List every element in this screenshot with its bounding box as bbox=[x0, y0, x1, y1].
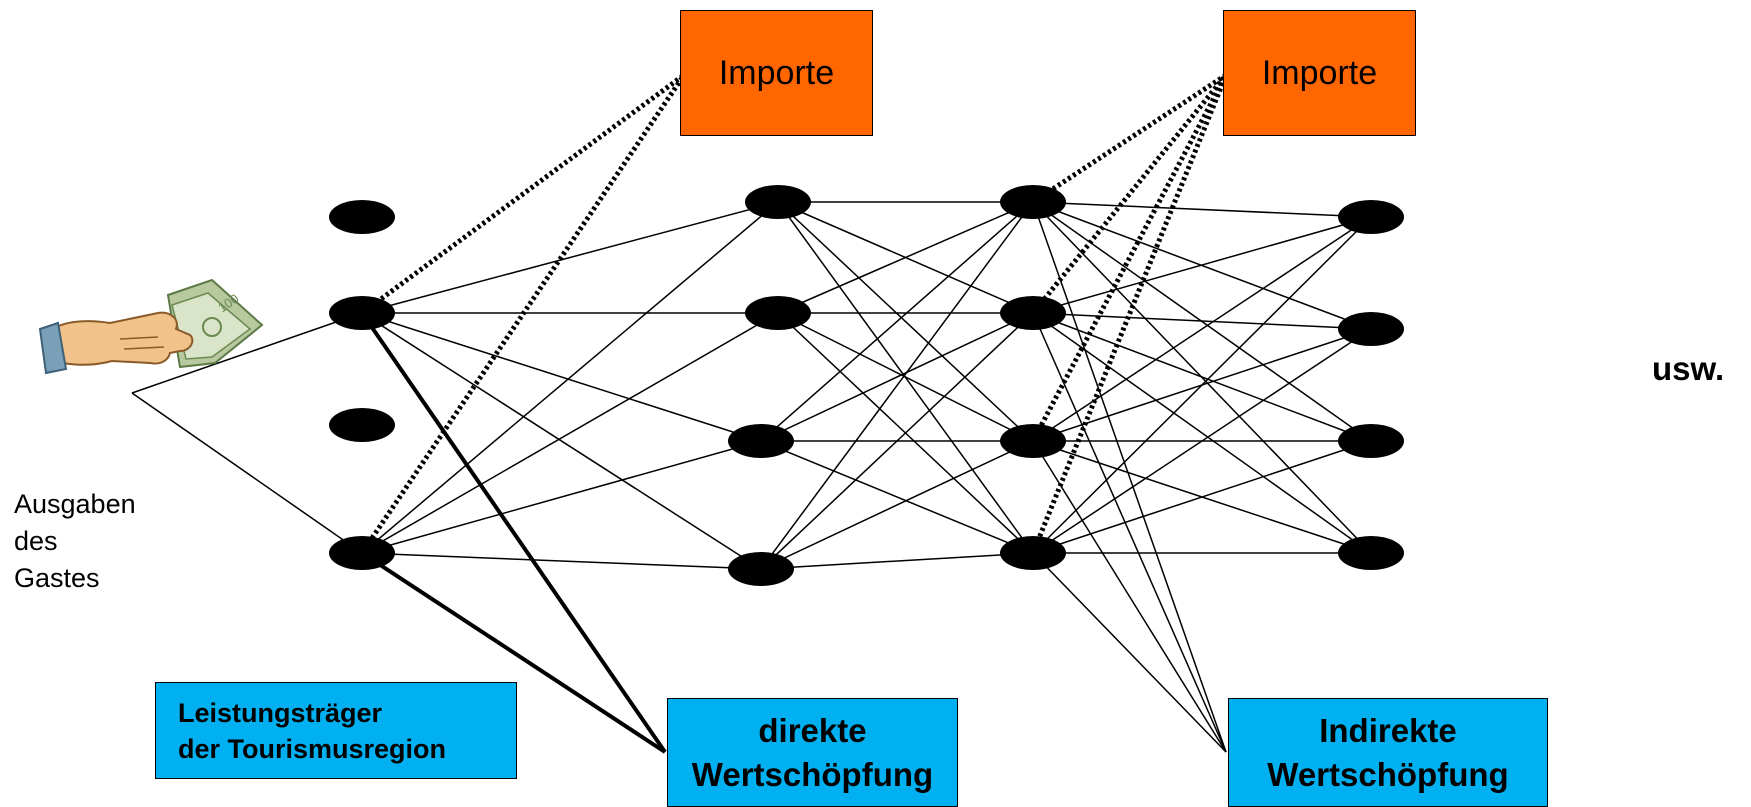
value-added-line bbox=[360, 311, 667, 754]
connection-line bbox=[1032, 216, 1372, 314]
network-node bbox=[329, 200, 395, 234]
network-node bbox=[1338, 536, 1404, 570]
network-node bbox=[1338, 200, 1404, 234]
connection-line bbox=[131, 392, 363, 554]
providers-box: Leistungsträger der Tourismusregion bbox=[155, 682, 517, 779]
network-node bbox=[329, 296, 395, 330]
connection-line bbox=[1032, 312, 1372, 554]
network-node bbox=[329, 408, 395, 442]
import-line bbox=[359, 73, 687, 555]
value-added-lines bbox=[360, 311, 667, 754]
guest-spending-label: Ausgaben des Gastes bbox=[14, 489, 136, 593]
connection-line bbox=[1032, 312, 1372, 330]
connection-line bbox=[1032, 552, 1227, 753]
connection-line bbox=[361, 312, 779, 554]
imports-box-1: Importe bbox=[680, 10, 873, 136]
network-node bbox=[1000, 536, 1066, 570]
imports-box-2: Importe bbox=[1223, 10, 1416, 136]
indirect-value-added-box: Indirekte Wertschöpfung bbox=[1228, 698, 1548, 807]
connection-line bbox=[760, 201, 1034, 570]
direct-value-added-box: direkte Wertschöpfung bbox=[667, 698, 958, 807]
connection-line bbox=[760, 312, 1034, 442]
connection-line bbox=[1032, 328, 1372, 554]
etc-label: usw. bbox=[1652, 350, 1725, 387]
network-node bbox=[1000, 296, 1066, 330]
connection-line bbox=[777, 312, 1034, 442]
import-line bbox=[1030, 73, 1229, 443]
connection-line bbox=[131, 312, 363, 394]
import-line bbox=[360, 72, 686, 316]
connection-line bbox=[760, 552, 1034, 570]
network-node bbox=[728, 552, 794, 586]
import-line bbox=[1031, 72, 1228, 205]
network-node bbox=[1000, 424, 1066, 458]
connection-lines bbox=[131, 201, 1372, 753]
connection-line bbox=[760, 440, 1034, 570]
network-node bbox=[745, 185, 811, 219]
network-node bbox=[745, 296, 811, 330]
connection-line bbox=[777, 201, 1034, 442]
network-node bbox=[1000, 185, 1066, 219]
connection-line bbox=[361, 201, 779, 554]
hand-with-money-icon: 100 bbox=[38, 278, 264, 375]
connection-line bbox=[1032, 440, 1227, 753]
connection-line bbox=[361, 312, 762, 570]
import-line bbox=[1030, 74, 1229, 554]
value-added-line bbox=[360, 551, 667, 754]
connection-line bbox=[361, 440, 762, 554]
connection-line bbox=[760, 312, 1034, 570]
connection-line bbox=[777, 201, 1034, 314]
connection-line bbox=[361, 312, 762, 442]
connection-line bbox=[760, 440, 1034, 554]
network-node bbox=[329, 536, 395, 570]
connection-line bbox=[361, 552, 762, 570]
connection-line bbox=[1032, 440, 1372, 554]
nodes bbox=[329, 185, 1404, 586]
connection-line bbox=[361, 201, 779, 314]
imports-label: Importe bbox=[718, 53, 835, 92]
imports-label: Importe bbox=[1261, 53, 1378, 92]
connection-line bbox=[1032, 312, 1227, 753]
connection-line bbox=[1032, 201, 1227, 753]
import-lines bbox=[359, 72, 1229, 555]
connection-line bbox=[760, 201, 1034, 442]
connection-line bbox=[1032, 201, 1372, 218]
network-node bbox=[1338, 424, 1404, 458]
network-node bbox=[728, 424, 794, 458]
connection-line bbox=[1032, 216, 1372, 442]
network-node bbox=[1338, 312, 1404, 346]
connection-line bbox=[1032, 216, 1372, 554]
